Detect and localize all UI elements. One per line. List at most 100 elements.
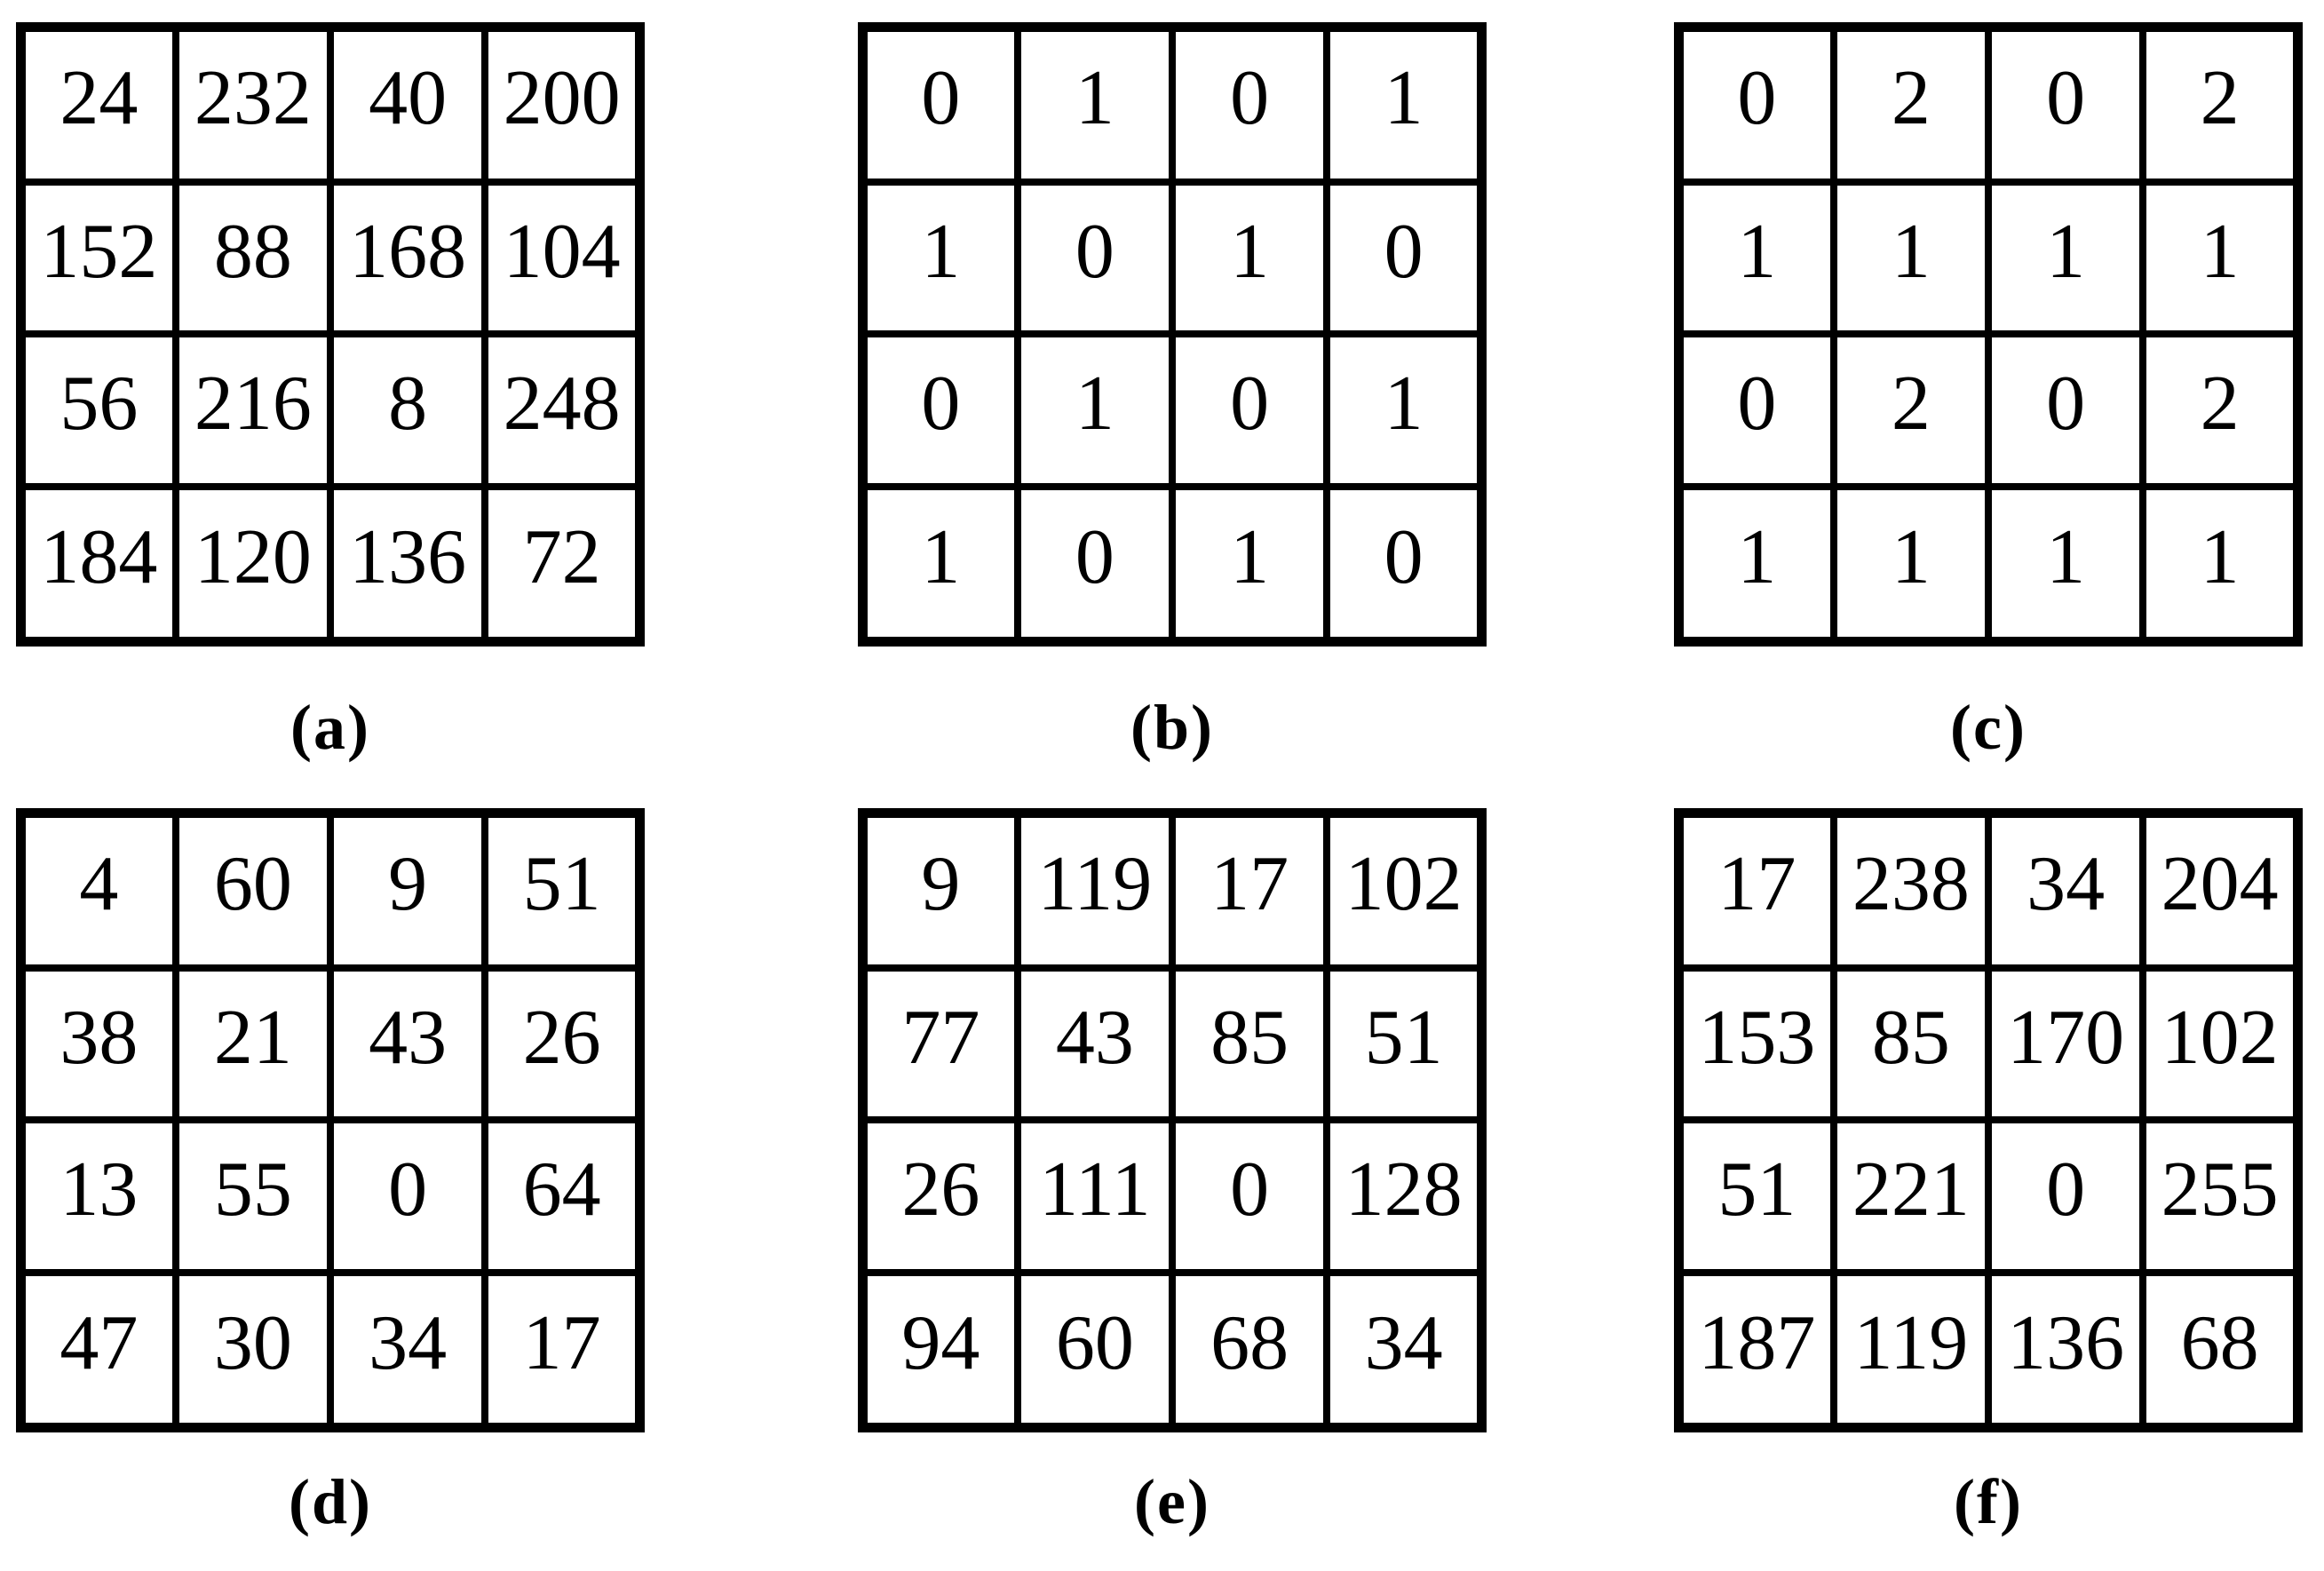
matrix-cell: 0 [1675, 23, 1837, 186]
matrix-cell: 0 [1675, 330, 1837, 491]
matrix-cell: 72 [481, 483, 644, 646]
matrix-cell: 17 [481, 1269, 644, 1432]
matrix-cell: 184 [17, 483, 179, 646]
figure-label-e: (e) [1134, 1465, 1210, 1537]
matrix-cell: 21 [171, 964, 335, 1124]
matrix-cell: 9 [859, 809, 1021, 972]
matrix-cell: 17 [1675, 809, 1837, 972]
matrix-cell: 0 [1323, 178, 1486, 338]
matrix-cell: 0 [326, 1116, 489, 1277]
matrix-cell: 1 [859, 483, 1021, 646]
matrix-cell: 51 [1675, 1116, 1837, 1277]
matrix-cell: 216 [171, 330, 335, 491]
matrix-cell: 77 [859, 964, 1021, 1124]
matrix-cell: 38 [17, 964, 179, 1124]
matrix-cell: 40 [326, 23, 489, 186]
matrix-cell: 68 [2139, 1269, 2302, 1432]
matrix-cell: 43 [326, 964, 489, 1124]
matrix-cell: 2 [1829, 23, 1993, 186]
matrix-cell: 94 [859, 1269, 1021, 1432]
matrix-cell: 1 [1168, 178, 1331, 338]
matrix-cell: 128 [1323, 1116, 1486, 1277]
matrix-cell: 168 [326, 178, 489, 338]
matrix-cell: 85 [1168, 964, 1331, 1124]
matrix-cell: 255 [2139, 1116, 2302, 1277]
figure-label-b: (b) [1130, 691, 1214, 763]
matrix-cell: 1 [859, 178, 1021, 338]
matrix-cell: 34 [1323, 1269, 1486, 1432]
matrix-cell: 136 [1984, 1269, 2147, 1432]
matrix-cell: 187 [1675, 1269, 1837, 1432]
matrix-cell: 1 [1013, 23, 1177, 186]
matrix-cell: 1 [1013, 330, 1177, 491]
matrix-cell: 60 [1013, 1269, 1177, 1432]
matrix-cell: 238 [1829, 809, 1993, 972]
matrix-cell: 0 [1984, 1116, 2147, 1277]
matrix-cell: 0 [1984, 23, 2147, 186]
matrix-cell: 0 [1168, 23, 1331, 186]
matrix-cell: 136 [326, 483, 489, 646]
matrix-cell: 1 [1675, 483, 1837, 646]
matrix-cell: 0 [1168, 1116, 1331, 1277]
matrix-cell: 56 [17, 330, 179, 491]
matrix-cell: 0 [859, 23, 1021, 186]
matrix-cell: 232 [171, 23, 335, 186]
matrix-cell: 153 [1675, 964, 1837, 1124]
figure-label-a: (a) [290, 691, 370, 763]
matrix-cell: 26 [859, 1116, 1021, 1277]
matrix-cell: 1 [1675, 178, 1837, 338]
matrix-cell: 85 [1829, 964, 1993, 1124]
matrix-cell: 2 [2139, 23, 2302, 186]
matrix-cell: 34 [1984, 809, 2147, 972]
matrix-cell: 1 [1323, 330, 1486, 491]
matrix-cell: 30 [171, 1269, 335, 1432]
matrix-cell: 1 [1829, 483, 1993, 646]
matrix-cell: 1 [1168, 483, 1331, 646]
matrix-cell: 60 [171, 809, 335, 972]
matrix-cell: 2 [1829, 330, 1993, 491]
figure-label-c: (c) [1950, 691, 2027, 763]
matrix-cell: 1 [1984, 483, 2147, 646]
matrix-cell: 120 [171, 483, 335, 646]
matrix-cell: 2 [2139, 330, 2302, 491]
matrix-cell: 4 [17, 809, 179, 972]
matrix-cell: 0 [859, 330, 1021, 491]
matrix-cell: 102 [2139, 964, 2302, 1124]
matrix-cell: 24 [17, 23, 179, 186]
matrix-cell: 0 [1323, 483, 1486, 646]
matrix-cell: 0 [1168, 330, 1331, 491]
matrix-cell: 1 [1984, 178, 2147, 338]
matrix-cell: 51 [481, 809, 644, 972]
matrix-cell: 102 [1323, 809, 1486, 972]
matrix-cell: 17 [1168, 809, 1331, 972]
matrix-cell: 43 [1013, 964, 1177, 1124]
matrix-cell: 68 [1168, 1269, 1331, 1432]
